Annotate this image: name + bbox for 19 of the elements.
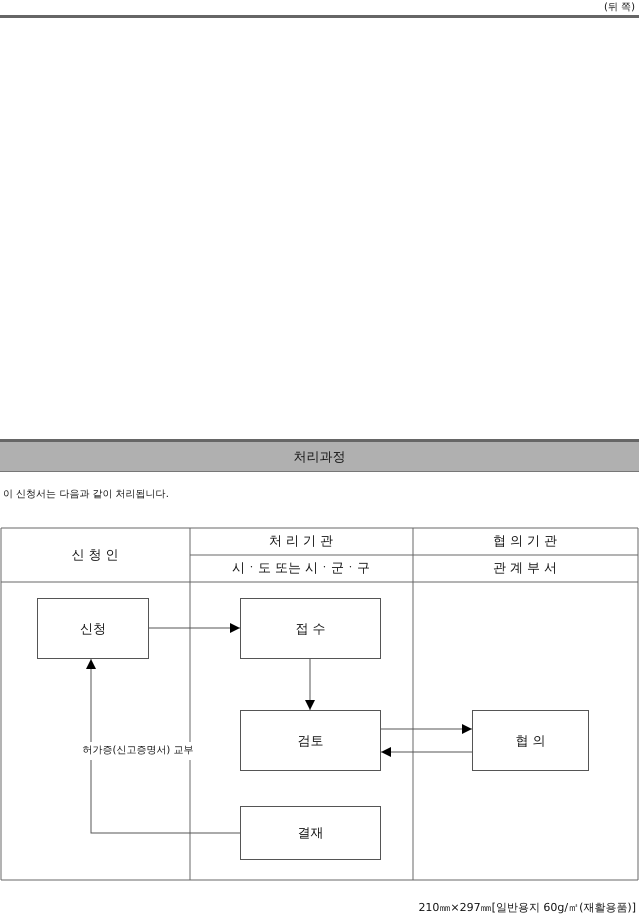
process-box: 결재 <box>240 806 381 860</box>
arrow <box>86 658 240 834</box>
process-box: 검토 <box>240 710 381 771</box>
column-header: 관 계 부 서 <box>492 560 558 577</box>
process-box: 협 의 <box>472 710 589 771</box>
arrow <box>380 724 472 734</box>
intro-text: 이 신청서는 다음과 같이 처리됩니다. <box>3 488 169 501</box>
column-header: 협 의 기 관 <box>492 533 558 550</box>
page-side-note: (뒤 쪽) <box>604 1 635 14</box>
paper-spec-note: 210㎜×297㎜[일반용지 60g/㎡(재활용품)] <box>418 900 636 914</box>
arrow <box>380 747 472 757</box>
process-box: 신청 <box>37 598 149 659</box>
column-header: 시ㆍ도 또는 시ㆍ군ㆍ구 <box>230 560 372 577</box>
column-header: 신 청 인 <box>70 547 120 564</box>
arrow <box>148 623 240 633</box>
arrow <box>305 658 315 710</box>
process-box: 접 수 <box>240 598 381 659</box>
column-header: 처 리 기 관 <box>268 533 334 550</box>
title-band: 처리과정 <box>0 439 639 472</box>
